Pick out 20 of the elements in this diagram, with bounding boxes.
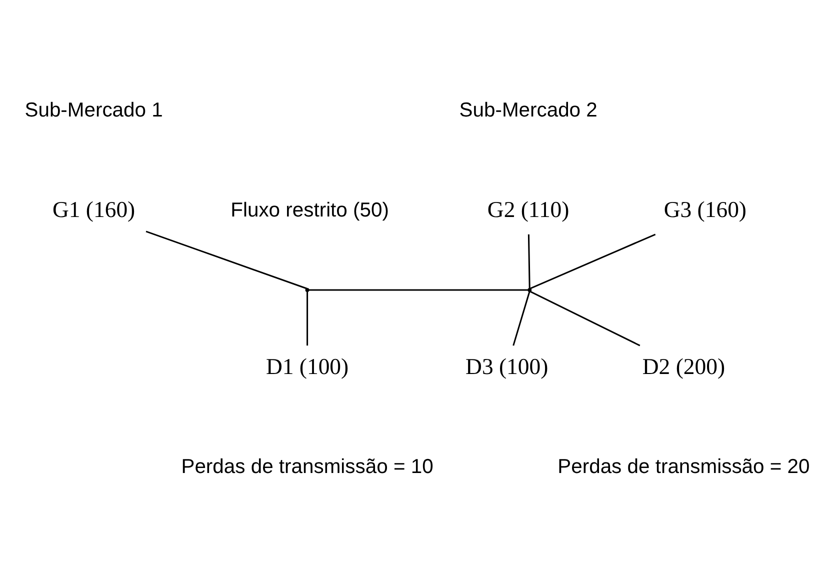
node-point: [528, 288, 532, 292]
label: Sub-Mercado 1: [24, 99, 163, 122]
node-text: D1 (100): [266, 353, 349, 378]
connector: [512, 290, 530, 346]
label: Perdas de transmissão = 10: [181, 456, 434, 478]
node-text: G3 (160): [664, 196, 747, 222]
label: Perdas de transmissão = 20: [558, 456, 810, 478]
connector: [146, 230, 308, 289]
label: Fluxo restrito (50): [230, 198, 389, 221]
connector: [309, 288, 528, 290]
node-text: G2 (110): [487, 196, 570, 222]
label: Sub-Mercado 2: [459, 99, 598, 122]
connector: [306, 290, 308, 346]
connector: [528, 234, 530, 288]
node-text: G1 (160): [52, 196, 136, 222]
node-point: [305, 288, 310, 292]
node-text: D3 (100): [466, 353, 548, 378]
connector: [530, 233, 656, 289]
connector: [530, 290, 640, 346]
node-text: D2 (200): [642, 353, 726, 378]
